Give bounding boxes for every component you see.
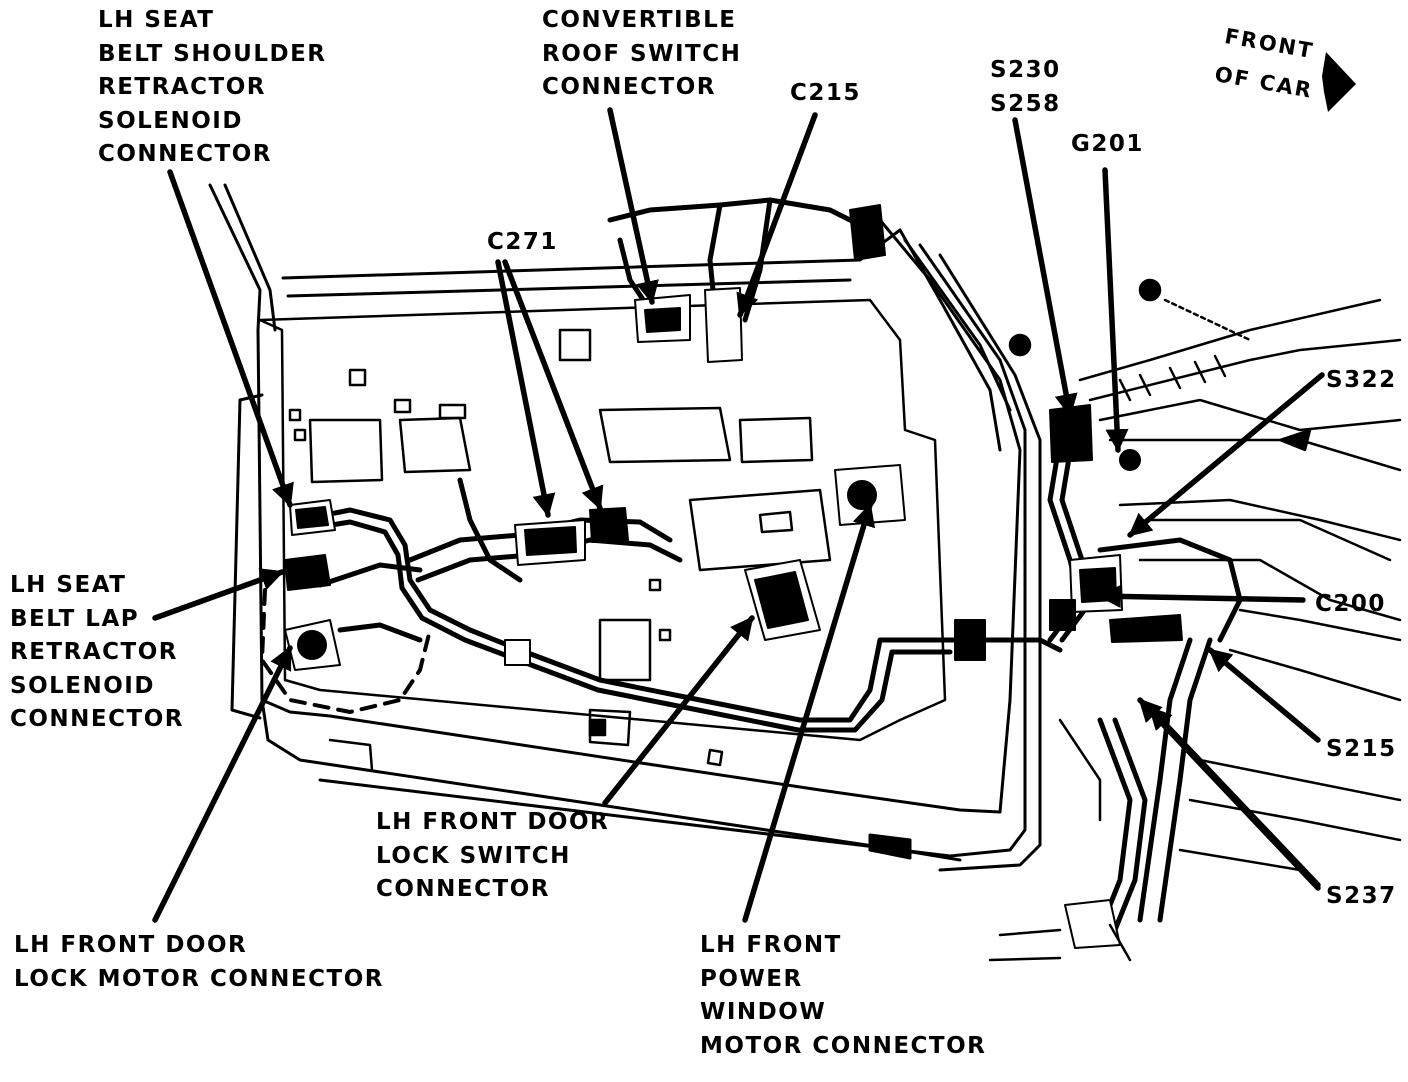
label-line: LH SEAT — [98, 7, 215, 33]
label-line: MOTOR CONNECTOR — [700, 1032, 987, 1059]
label-line: LOCK SWITCH — [376, 842, 571, 869]
leader-lines — [152, 107, 1325, 923]
label-line: SOLENOID — [10, 672, 155, 699]
label-line: POWER — [700, 965, 803, 992]
connectors — [284, 204, 1183, 949]
label-c271: C271 — [487, 226, 558, 260]
label-c215: C215 — [790, 77, 861, 111]
label-s215: S215 — [1326, 733, 1397, 767]
label-line: LH FRONT DOOR — [14, 932, 248, 958]
front-label: FRONT — [1222, 24, 1316, 64]
lock-rod — [260, 588, 432, 714]
label-line: CONNECTOR — [10, 706, 184, 732]
label-line: BELT LAP — [10, 605, 140, 632]
label-lh-seat-belt-lap-retractor: LH SEAT BELT LAP RETRACTOR SOLENOID CONN… — [10, 569, 184, 737]
label-s322: S322 — [1326, 364, 1397, 398]
label-line: RETRACTOR — [98, 74, 266, 100]
label-line: S230 — [990, 57, 1061, 83]
label-line: SOLENOID — [98, 107, 243, 134]
label-line: CONNECTOR — [98, 141, 272, 167]
label-line: G201 — [1071, 131, 1144, 157]
label-line: C271 — [487, 229, 558, 255]
label-s230-s258: S230 S258 — [990, 54, 1061, 121]
label-line: BELT SHOULDER — [98, 40, 327, 67]
label-line: ROOF SWITCH — [542, 40, 742, 67]
label-g201: G201 — [1071, 128, 1144, 162]
label-c200: C200 — [1315, 588, 1386, 622]
label-line: S215 — [1326, 736, 1397, 762]
label-line: CONNECTOR — [542, 74, 716, 100]
label-line: C215 — [790, 80, 861, 106]
label-s237: S237 — [1326, 880, 1397, 914]
label-lh-front-door-lock-switch-connector: LH FRONT DOOR LOCK SWITCH CONNECTOR — [376, 806, 609, 907]
arrow-right-icon — [1322, 52, 1356, 112]
label-line: C200 — [1315, 591, 1386, 617]
label-line: S258 — [990, 90, 1061, 117]
label-line: LH FRONT DOOR — [376, 809, 610, 835]
label-line: S322 — [1326, 367, 1397, 393]
label-lh-front-door-lock-motor-connector: LH FRONT DOOR LOCK MOTOR CONNECTOR — [14, 929, 384, 996]
label-line: RETRACTOR — [10, 639, 178, 665]
label-line: LOCK MOTOR CONNECTOR — [14, 965, 384, 992]
label-line: CONNECTOR — [376, 876, 550, 902]
label-lh-front-power-window-motor-connector: LH FRONT POWER WINDOW MOTOR CONNECTOR — [700, 929, 986, 1063]
label-lh-seat-belt-shoulder-retractor: LH SEAT BELT SHOULDER RETRACTOR SOLENOID… — [98, 4, 327, 172]
label-line: LH FRONT — [700, 932, 842, 958]
of-car-label: OF CAR — [1212, 62, 1315, 103]
body-structure — [988, 278, 1402, 962]
door-inner-panel — [258, 298, 947, 772]
label-line: CONVERTIBLE — [542, 7, 737, 33]
front-of-car-indicator: FRONT OF CAR — [1212, 24, 1395, 124]
label-convertible-roof-switch-connector: CONVERTIBLE ROOF SWITCH CONNECTOR — [542, 4, 741, 105]
label-line: S237 — [1326, 883, 1397, 909]
label-line: WINDOW — [700, 999, 827, 1025]
label-line: LH SEAT — [10, 572, 127, 598]
